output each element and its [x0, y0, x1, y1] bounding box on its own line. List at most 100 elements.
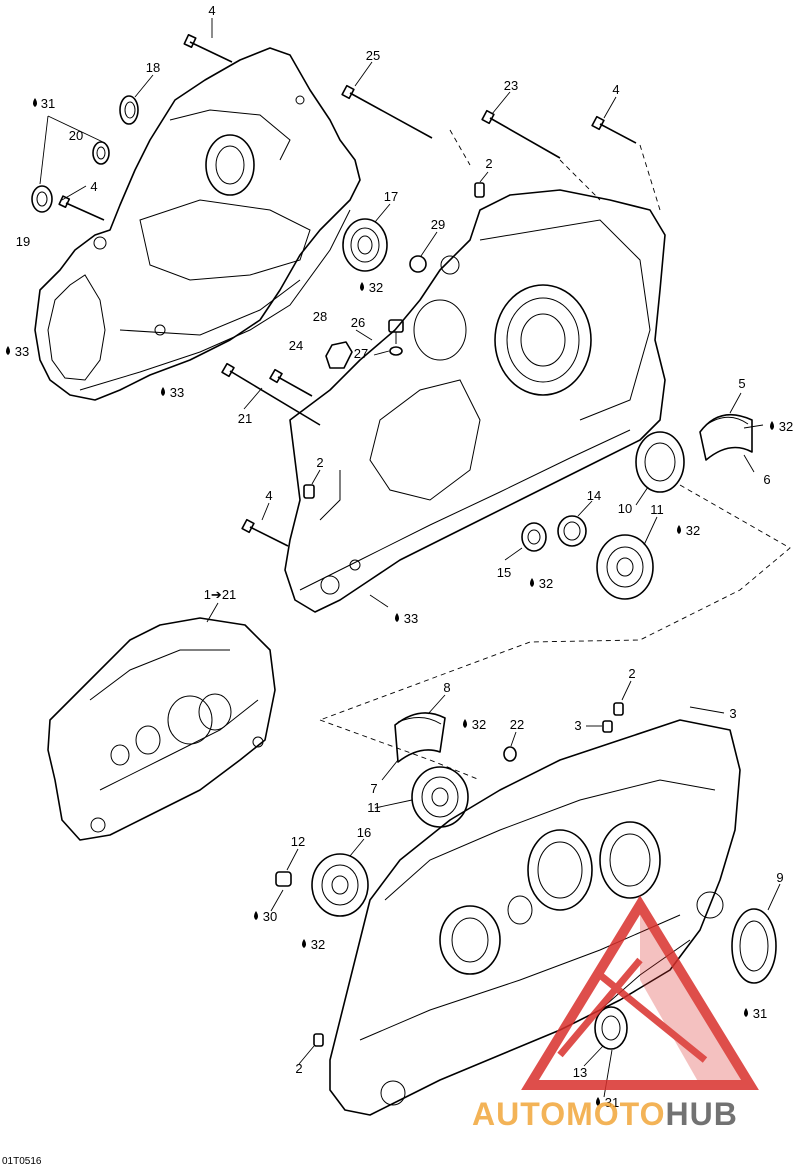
- bolt-24: [269, 368, 313, 397]
- pto-crankcase-half: [329, 719, 741, 1116]
- bearing-16: [311, 853, 369, 917]
- assembled-crankcase-view: [47, 617, 276, 841]
- leader-lines: [39, 18, 781, 1098]
- drop-icon: [254, 911, 258, 920]
- callout-14: 14: [587, 488, 601, 503]
- callout-2-bottom: 2: [295, 1061, 302, 1076]
- dowel-pin-2-lower-top: [613, 702, 624, 716]
- magneto-cover-housing: [34, 47, 361, 401]
- callout-19: 19: [16, 234, 30, 249]
- drop-icon: [677, 525, 681, 534]
- callout-15: 15: [497, 565, 511, 580]
- callout-21: 21: [238, 411, 252, 426]
- seal-18: [119, 95, 139, 125]
- bolt-21: [221, 362, 321, 426]
- callout-22: 22: [510, 717, 524, 732]
- callout-27: 27: [354, 346, 368, 361]
- drop-icon: [395, 613, 399, 622]
- dowel-pin-2-center: [303, 484, 315, 499]
- alignment-lines: [319, 129, 791, 781]
- callout-4-left: 4: [90, 179, 97, 194]
- seal-15: [521, 522, 547, 552]
- callout-3-pin: 3: [574, 718, 581, 733]
- callout-24: 24: [289, 338, 303, 353]
- callout-2-lower: 2: [628, 666, 635, 681]
- callout-labels: 4 18 31 20 4 19 33 33 25 23 4 2 17 32 29…: [15, 3, 793, 1110]
- dowel-pin-3: [602, 720, 613, 733]
- plug-26: [388, 319, 404, 344]
- callout-5: 5: [738, 376, 745, 391]
- bearing-shell-8: [394, 712, 446, 763]
- bearing-10: [635, 431, 685, 493]
- drop-icon: [530, 578, 534, 587]
- callout-23: 23: [504, 78, 518, 93]
- callout-4-lower: 4: [265, 488, 272, 503]
- callout-32-seal: 32: [539, 576, 553, 591]
- callout-31-left: 31: [41, 96, 55, 111]
- drop-icon: [161, 387, 165, 396]
- drop-icon: [302, 939, 306, 948]
- callout-7: 7: [370, 781, 377, 796]
- callout-32-right: 32: [779, 419, 793, 434]
- callout-33-left: 33: [15, 344, 29, 359]
- watermark-brand-part-2: HUB: [665, 1096, 737, 1132]
- o-ring-22: [503, 746, 517, 762]
- callout-31-seal-9: 31: [753, 1006, 767, 1021]
- drop-icon: [744, 1008, 748, 1017]
- watermark-triangle-logo: [521, 895, 759, 1090]
- callout-12: 12: [291, 834, 305, 849]
- drop-icon: [6, 346, 10, 355]
- center-crankcase-half: [284, 189, 666, 613]
- callout-11-top: 11: [650, 502, 664, 517]
- seal-20: [92, 141, 110, 165]
- callout-9: 9: [776, 870, 783, 885]
- drop-icon: [33, 98, 37, 107]
- needle-bearing-14: [557, 515, 587, 547]
- callout-17: 17: [384, 189, 398, 204]
- callout-13: 13: [573, 1065, 587, 1080]
- callout-33-bottom: 33: [404, 611, 418, 626]
- automotohub-watermark: AUTOMOTOHUB: [472, 895, 759, 1132]
- bolt-25: [341, 84, 433, 139]
- o-ring-29: [409, 255, 427, 273]
- plug-12: [275, 871, 292, 887]
- callout-32-shell: 32: [472, 717, 486, 732]
- callout-20: 20: [69, 128, 83, 143]
- callout-32-lower: 32: [311, 937, 325, 952]
- callout-4-top: 4: [208, 3, 215, 18]
- bearing-shell-5: [699, 413, 753, 461]
- svg-text:AUTOMOTOHUB: AUTOMOTOHUB: [472, 1096, 738, 1132]
- callout-11-lower: 11: [367, 800, 381, 815]
- callout-33-mid: 33: [170, 385, 184, 400]
- callout-25: 25: [366, 48, 380, 63]
- bearing-17: [342, 218, 388, 272]
- bolt-4-right: [591, 115, 637, 144]
- bearing-11-lower: [411, 766, 469, 828]
- bolt-4-lower: [241, 518, 289, 547]
- watermark-brand-part-1: AUTOMOTO: [472, 1096, 665, 1132]
- bolt-4-top: [183, 33, 233, 63]
- callout-28: 28: [313, 309, 327, 324]
- callout-18: 18: [146, 60, 160, 75]
- callout-8: 8: [443, 680, 450, 695]
- callout-4-right: 4: [612, 82, 619, 97]
- drop-icon: [596, 1097, 600, 1106]
- callout-32-top: 32: [369, 280, 383, 295]
- bolt-23: [481, 109, 561, 159]
- dowel-pin-2-top: [474, 182, 485, 198]
- drop-icon: [360, 282, 364, 291]
- o-ring-28: [325, 341, 353, 369]
- seal-13: [594, 1006, 628, 1050]
- seal-9: [731, 908, 777, 984]
- drop-icon: [770, 421, 774, 430]
- bearing-11-top: [596, 534, 654, 600]
- callout-26: 26: [351, 315, 365, 330]
- drop-icon: [463, 719, 467, 728]
- callout-32-bearing: 32: [686, 523, 700, 538]
- callout-2-top: 2: [485, 156, 492, 171]
- bolt-4-left: [58, 195, 105, 221]
- callout-29: 29: [431, 217, 445, 232]
- figure-reference-code: 01T0516: [2, 1156, 42, 1167]
- callout-2-center: 2: [316, 455, 323, 470]
